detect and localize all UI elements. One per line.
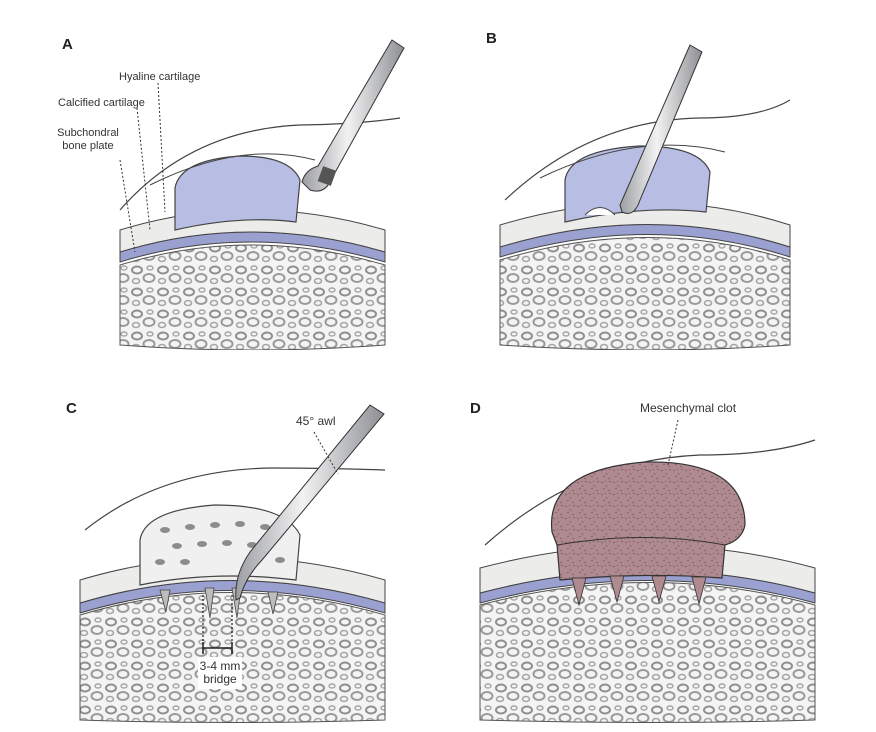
panel-d-letter: D [470,400,481,417]
panel-b [499,44,791,350]
panel-a-curette [301,39,405,192]
label-subchondral-bone-plate: Subchondral bone plate [52,127,124,153]
label-bridge-line-2: bridge [203,672,237,686]
panel-c-awl [235,404,385,601]
label-subchondral-line-1: Subchondral [57,127,119,139]
label-subchondral-line-2: bone plate [62,140,114,152]
label-bridge-line-1: 3-4 mm [199,659,241,673]
panel-b-cancellous-bone [499,237,791,350]
panel-d-mesenchymal-clot [550,461,746,581]
panel-d [479,419,816,723]
panel-d-condyle-outline [484,439,816,546]
panel-d-cancellous-bone [479,582,816,723]
panel-a-cancellous-bone [119,244,386,350]
panel-c-condyle-outline [84,467,386,531]
label-bridge: 3-4 mm bridge [193,660,247,686]
label-mesenchymal-clot: Mesenchymal clot [640,401,737,415]
panel-c-letter: C [66,400,77,417]
panel-a-defect [174,155,301,231]
panel-b-curette [619,44,703,214]
panel-a-condyle-outline [119,117,401,211]
panel-d-clot-spikes [571,575,707,607]
label-calcified-cartilage: Calcified cartilage [58,97,145,109]
panel-a-letter: A [62,36,73,53]
panel-c-defect-base [139,504,301,586]
label-45-awl: 45° awl [296,414,336,428]
label-hyaline-cartilage: Hyaline cartilage [119,71,201,83]
panel-c [79,404,386,723]
panel-c-microfracture-holes [155,521,285,565]
panel-b-letter: B [486,30,497,47]
panel-b-condyle-outline [504,99,791,201]
panel-a [119,39,405,350]
